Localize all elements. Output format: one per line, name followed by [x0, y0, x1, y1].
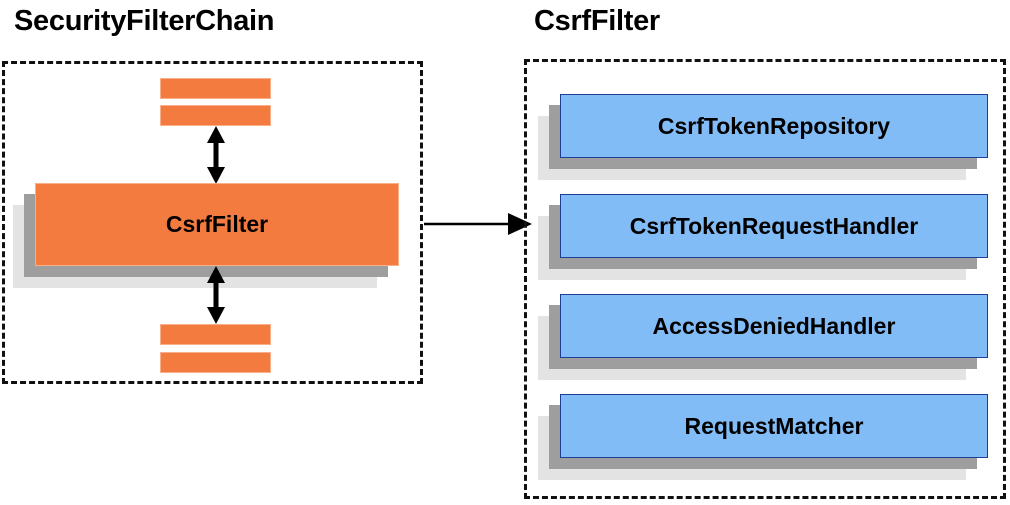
page-title-csrf-filter: CsrfFilter — [534, 5, 660, 37]
component-label: CsrfTokenRequestHandler — [629, 212, 919, 239]
filter-bar-top-2 — [160, 105, 271, 126]
filter-chain-arrow-below — [201, 266, 231, 324]
page-title-security-filter-chain: SecurityFilterChain — [14, 5, 275, 37]
component-label-box: CsrfTokenRepository — [560, 94, 988, 158]
csrf-filter-components-panel — [524, 59, 1006, 499]
component-label: CsrfTokenRepository — [657, 112, 891, 139]
filter-bar-bottom-1 — [160, 324, 271, 345]
component-box-access-denied-handler[interactable]: AccessDeniedHandler — [538, 294, 988, 380]
filter-bar-top-1 — [160, 78, 271, 99]
filter-bar-bottom-2 — [160, 352, 271, 373]
component-label: RequestMatcher — [684, 412, 864, 439]
component-label-box: RequestMatcher — [560, 394, 988, 458]
component-label: AccessDeniedHandler — [652, 312, 896, 339]
component-label-box: CsrfTokenRequestHandler — [560, 194, 988, 258]
security-filter-chain-panel — [2, 61, 423, 384]
component-box-csrf-token-request-handler[interactable]: CsrfTokenRequestHandler — [538, 194, 988, 280]
component-box-request-matcher[interactable]: RequestMatcher — [538, 394, 988, 480]
filter-chain-arrow-above — [201, 126, 231, 184]
csrf-filter-label-box: CsrfFilter — [35, 183, 399, 266]
csrf-filter-to-components-arrow — [424, 211, 534, 237]
csrf-filter-label: CsrfFilter — [165, 211, 269, 237]
component-label-box: AccessDeniedHandler — [560, 294, 988, 358]
csrf-filter-box[interactable]: CsrfFilter — [13, 183, 399, 288]
component-box-csrf-token-repository[interactable]: CsrfTokenRepository — [538, 94, 988, 180]
